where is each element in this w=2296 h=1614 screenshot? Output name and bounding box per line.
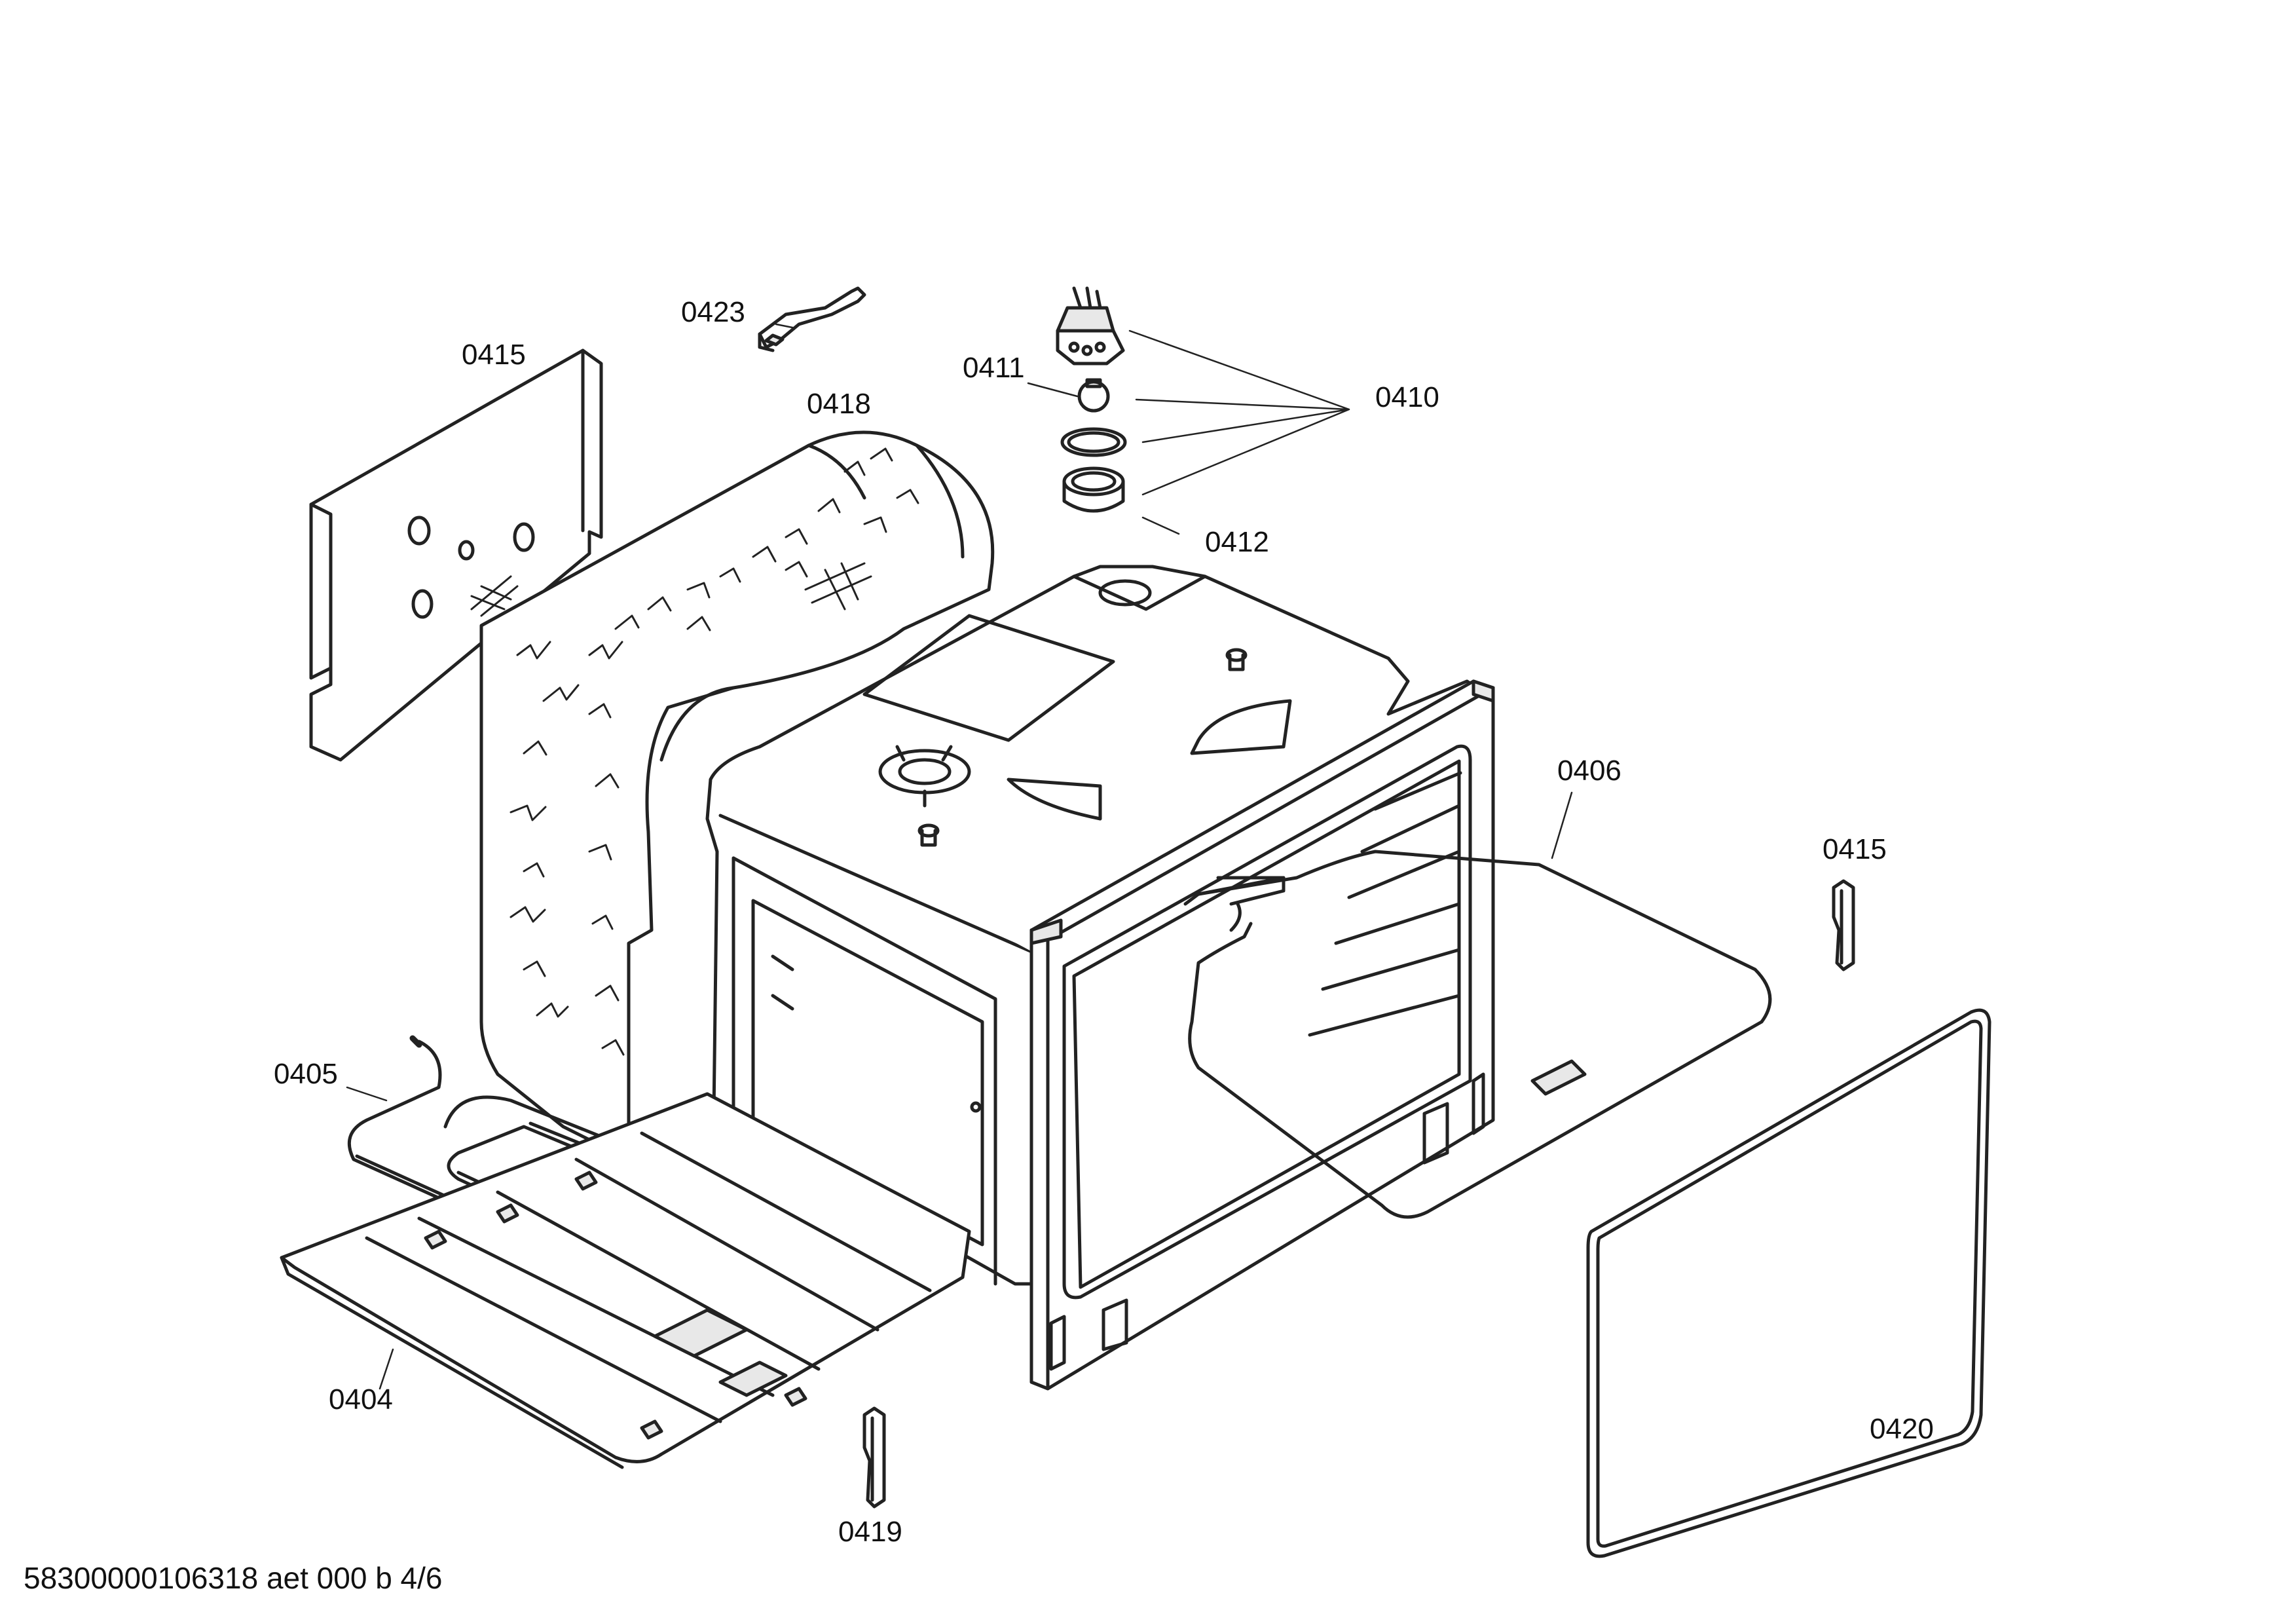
part-label-0419: 0418 <box>807 388 871 420</box>
part-label-0423: 0423 <box>681 296 745 328</box>
part-label-0405: 0405 <box>274 1058 338 1090</box>
base-plate-drawing <box>280 1092 971 1469</box>
part-label-0410: 0410 <box>1375 381 1439 413</box>
part-label-0415-left: 0419 <box>838 1516 902 1548</box>
sensor-bracket-drawing <box>758 286 866 352</box>
part-label-0415-right: 0415 <box>1823 833 1887 865</box>
part-label-0420: 0420 <box>1870 1413 1934 1445</box>
oven-front-frame-drawing <box>1029 679 1587 1391</box>
part-label-0418: 0415 <box>462 339 526 371</box>
hinge-receiver-right-drawing <box>1832 879 1855 971</box>
hinge-receiver-left-drawing <box>862 1406 886 1509</box>
drawing-document-code: 58300000106318 aet 000 b 4/6 <box>24 1561 443 1595</box>
part-label-0411: 0411 <box>963 352 1025 384</box>
rear-insulation-panel-drawing <box>309 348 603 762</box>
leader-lines <box>346 323 1573 1390</box>
oven-lamp-assembly-drawing <box>1056 286 1127 513</box>
circular-heating-element-drawing <box>1183 850 1772 1219</box>
oven-cavity-drawing <box>705 565 1489 1286</box>
part-label-0412: 0412 <box>1205 526 1269 558</box>
door-seal-drawing <box>1586 1008 1991 1558</box>
part-label-0404: 0404 <box>329 1383 393 1416</box>
part-label-0406: 0406 <box>1557 755 1621 787</box>
